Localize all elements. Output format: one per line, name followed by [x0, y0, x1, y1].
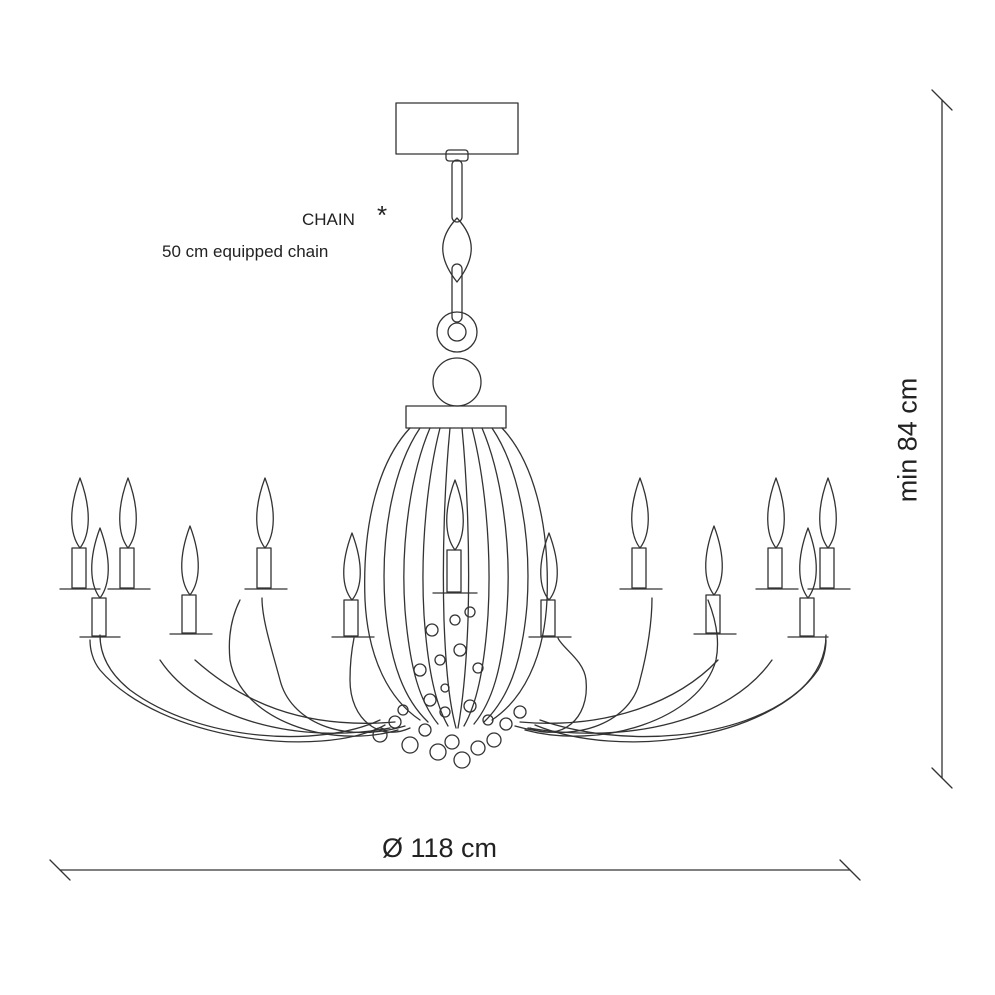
crystal-cluster — [372, 606, 527, 769]
candles — [59, 477, 851, 638]
ceiling-canopy — [395, 102, 519, 155]
dimension-lines — [49, 89, 953, 881]
top-cap — [405, 405, 507, 429]
diameter-label: Ø 118 cm — [382, 833, 498, 863]
height-label: min 84 cm — [892, 377, 923, 503]
chain-title: CHAIN — [302, 210, 355, 229]
chain — [432, 149, 482, 407]
chain-description: 50 cm equipped chain — [162, 242, 329, 261]
chain-asterisk: * — [377, 200, 388, 230]
body-ribs — [364, 427, 548, 729]
arms — [89, 597, 827, 743]
